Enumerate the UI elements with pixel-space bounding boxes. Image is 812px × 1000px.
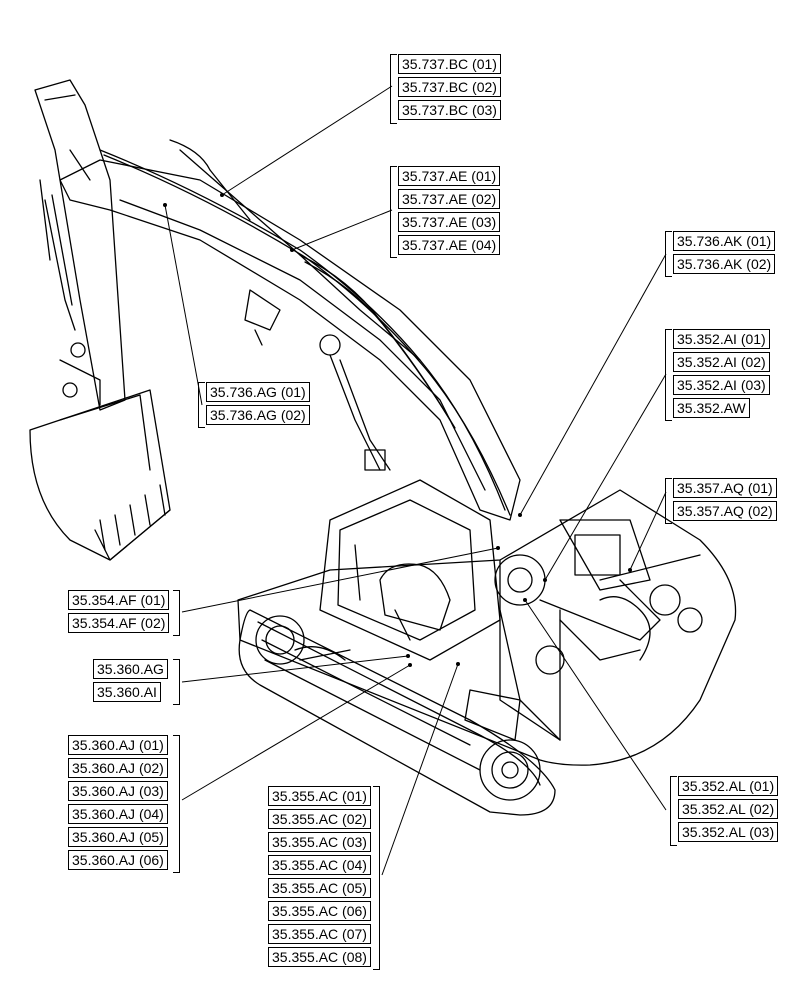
part-ref-label[interactable]: 35.360.AJ (04): [68, 804, 168, 824]
part-ref-label[interactable]: 35.352.AL (03): [678, 822, 779, 842]
part-ref-label[interactable]: 35.737.BC (01): [398, 54, 501, 74]
part-ref-label[interactable]: 35.737.AE (04): [398, 235, 501, 255]
leader-dots: [163, 193, 632, 667]
part-ref-label[interactable]: 35.737.BC (02): [398, 77, 501, 97]
part-ref-label[interactable]: 35.736.AK (01): [673, 231, 776, 251]
arm: [34, 79, 281, 411]
part-ref-label[interactable]: 35.360.AJ (01): [68, 735, 168, 755]
part-ref-label[interactable]: 35.352.AW: [673, 398, 750, 418]
part-ref-label[interactable]: 35.736.AG (02): [206, 405, 310, 425]
part-ref-label[interactable]: 35.737.BC (03): [398, 100, 501, 120]
part-ref-label[interactable]: 35.352.AL (01): [678, 776, 779, 796]
track-assembly: [238, 609, 556, 816]
part-ref-label[interactable]: 35.736.AK (02): [673, 254, 776, 274]
operator-cab: [319, 479, 501, 661]
part-ref-label[interactable]: 35.355.AC (01): [268, 786, 371, 806]
part-ref-label[interactable]: 35.355.AC (02): [268, 809, 371, 829]
part-ref-label[interactable]: 35.355.AC (07): [268, 924, 371, 944]
part-ref-label[interactable]: 35.360.AJ (02): [68, 758, 168, 778]
part-ref-label[interactable]: 35.355.AC (04): [268, 855, 371, 875]
part-ref-label[interactable]: 35.360.AJ (03): [68, 781, 168, 801]
part-ref-label[interactable]: 35.352.AI (02): [673, 352, 770, 372]
part-ref-label[interactable]: 35.355.AC (05): [268, 878, 371, 898]
part-ref-label[interactable]: 35.737.AE (02): [398, 189, 501, 209]
leader-lines: [164, 85, 667, 876]
part-ref-label[interactable]: 35.360.AJ (06): [68, 850, 168, 870]
boom-hoses: [99, 149, 511, 516]
part-ref-label[interactable]: 35.355.AC (06): [268, 901, 371, 921]
part-ref-label[interactable]: 35.352.AI (01): [673, 329, 770, 349]
part-ref-label[interactable]: 35.354.AF (02): [68, 613, 170, 633]
part-ref-label[interactable]: 35.357.AQ (01): [673, 478, 777, 498]
part-ref-label[interactable]: 35.360.AI: [93, 682, 161, 702]
part-ref-label[interactable]: 35.360.AG: [93, 659, 168, 679]
upper-structure: [237, 489, 737, 766]
part-ref-label[interactable]: 35.736.AG (01): [206, 382, 310, 402]
part-ref-label[interactable]: 35.352.AI (03): [673, 375, 770, 395]
part-ref-label[interactable]: 35.355.AC (08): [268, 947, 371, 967]
part-ref-label[interactable]: 35.737.AE (01): [398, 166, 501, 186]
bucket: [29, 389, 171, 561]
part-ref-label[interactable]: 35.352.AL (02): [678, 799, 779, 819]
part-ref-label[interactable]: 35.737.AE (03): [398, 212, 501, 232]
part-ref-label[interactable]: 35.355.AC (03): [268, 832, 371, 852]
part-ref-label[interactable]: 35.354.AF (01): [68, 590, 170, 610]
part-ref-label[interactable]: 35.360.AJ (05): [68, 827, 168, 847]
part-ref-label[interactable]: 35.357.AQ (02): [673, 501, 777, 521]
